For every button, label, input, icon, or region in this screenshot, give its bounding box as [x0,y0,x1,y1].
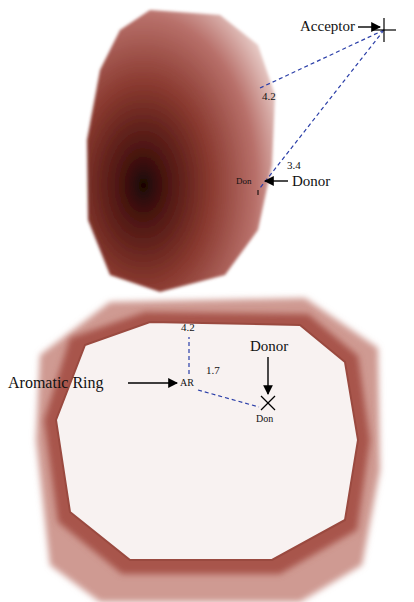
distance-label: 1.7 [206,365,220,376]
pointer-arrow [267,357,268,394]
distance-line [198,390,259,407]
distance-label: 4.2 [262,91,276,102]
acceptor-point [383,18,384,42]
donor-cross [261,396,275,410]
distance-label: 4.2 [181,322,195,333]
feature-label: Aromatic Ring [8,375,104,391]
pointer-arrow [358,26,380,27]
donor-cross [261,396,275,410]
feature-label: Donor [292,174,330,189]
ring-inner [56,322,358,560]
ring-middle [44,312,370,574]
feature-tag: Don [256,414,273,424]
donor-sphere [87,10,275,292]
feature-label: Acceptor [300,19,355,34]
pointer-arrow [265,180,288,181]
feature-label: Donor [250,339,288,354]
distance-label: 3.4 [287,160,301,171]
distance-line [260,30,384,88]
pointer-arrow [128,382,177,383]
distance-line [260,30,384,188]
feature-tag: Don [236,177,252,186]
feature-tag: AR [180,378,194,388]
donor-point [258,190,259,195]
ring-outer [36,298,380,602]
distance-line [188,337,189,374]
